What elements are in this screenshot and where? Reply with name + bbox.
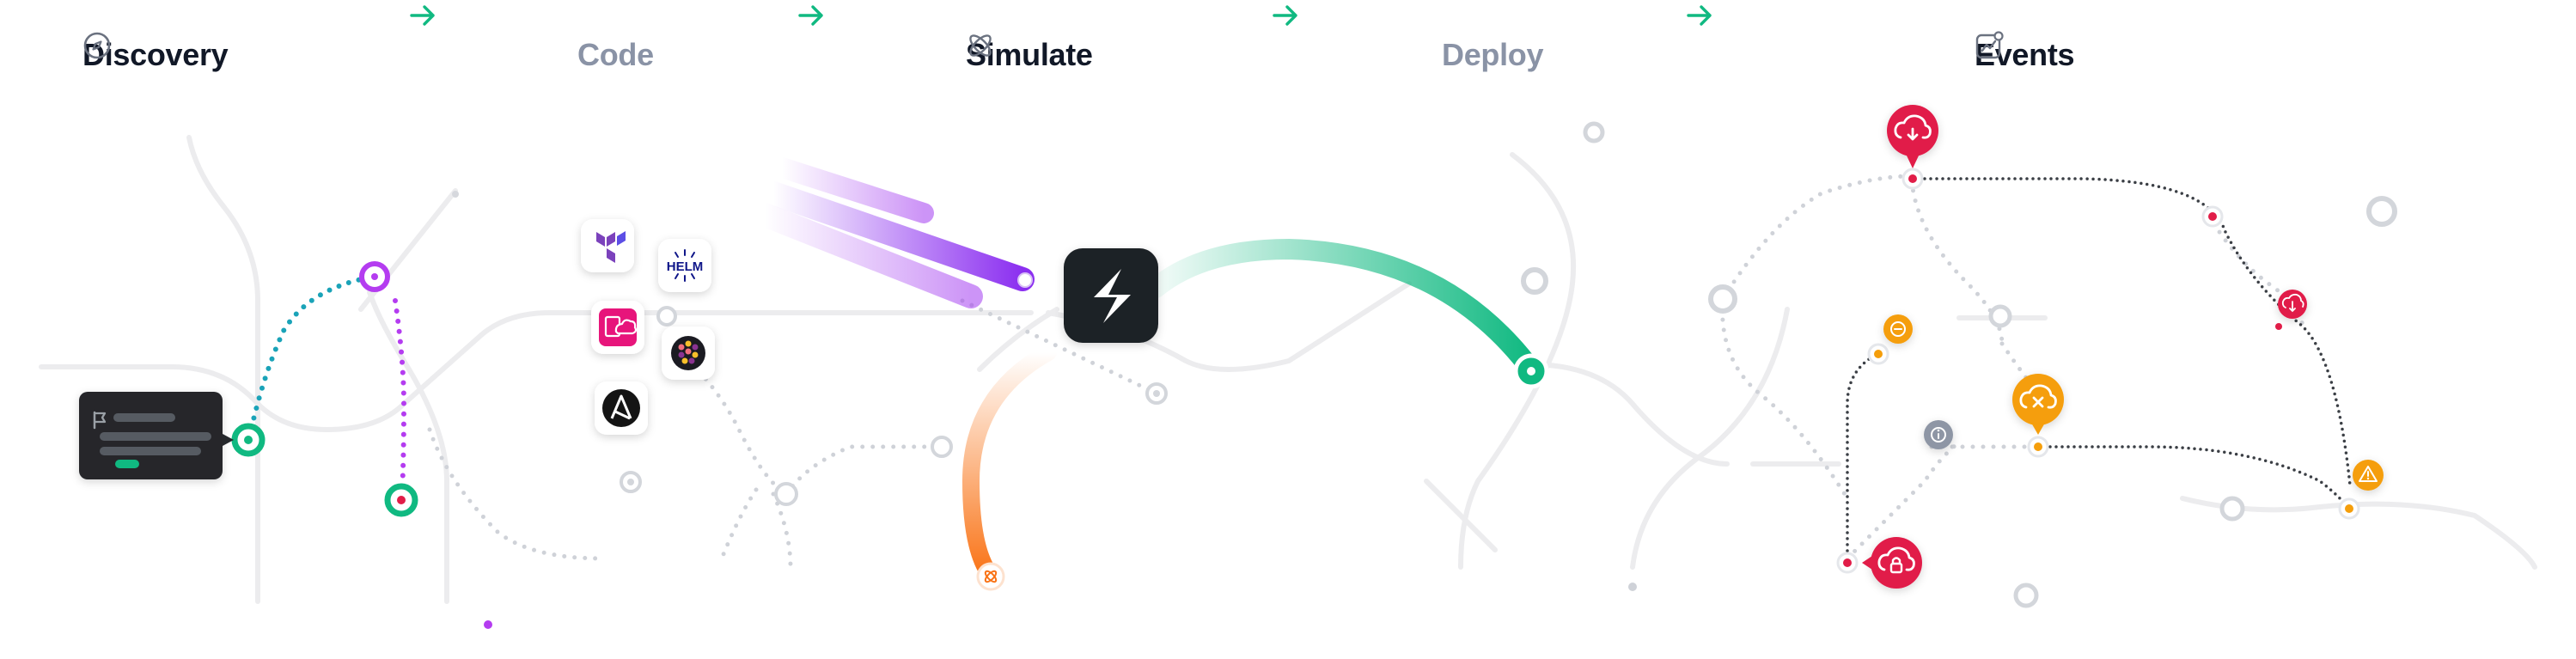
- arrow-right-icon: [1687, 5, 1712, 26]
- arrow-right-icon: [410, 5, 435, 26]
- node-gray-center: [1153, 390, 1160, 397]
- node-gray-ring: [2366, 196, 2397, 227]
- cloud-lock-icon[interactable]: [1862, 537, 1922, 589]
- step-label: Code: [577, 37, 654, 72]
- code-node-ring: [656, 306, 677, 326]
- step-discovery[interactable]: Discovery: [82, 31, 229, 79]
- flag-icon: [93, 411, 107, 430]
- node-gray-ring: [1521, 267, 1548, 295]
- node-gray-ring: [1583, 121, 1605, 143]
- beam-node: [1017, 272, 1033, 288]
- compass-icon: [83, 32, 111, 59]
- green-arc: [1145, 238, 1541, 380]
- terraform-logo-icon[interactable]: [581, 219, 634, 272]
- node-amber-small: [2027, 436, 2049, 458]
- atom-icon: [969, 34, 992, 57]
- node-purple-ring[interactable]: [359, 261, 390, 292]
- step-code[interactable]: Code: [577, 31, 654, 79]
- step-deploy[interactable]: Deploy: [1442, 31, 1544, 79]
- cloud-alert-icon[interactable]: [1887, 105, 1938, 168]
- connection-purple-dotted: [393, 298, 407, 497]
- node-amber-small: [2338, 497, 2360, 520]
- aws-cloudformation-icon[interactable]: [591, 301, 644, 354]
- cloud-error-icon[interactable]: [2012, 374, 2064, 435]
- node-green-start[interactable]: [231, 423, 266, 457]
- node-amber-small: [1867, 343, 1889, 365]
- node-gray-ring: [1708, 284, 1737, 314]
- node-orange[interactable]: [976, 562, 1005, 591]
- chart-bell-icon: [1975, 31, 2004, 59]
- discovery-card[interactable]: [79, 392, 234, 479]
- pulumi-icon[interactable]: [662, 326, 715, 380]
- node-red-small: [2201, 205, 2224, 228]
- node-green-red-center[interactable]: [384, 483, 418, 517]
- node-gray-ring: [2013, 583, 2039, 608]
- atom-icon: [984, 570, 998, 583]
- orange-arc: [961, 344, 1057, 584]
- info-icon[interactable]: [1924, 420, 1953, 449]
- background-network: [39, 135, 2537, 604]
- step-events[interactable]: Events: [1975, 31, 2075, 79]
- helm-wordmark: HELM: [667, 259, 704, 274]
- node-gray-dot: [1628, 583, 1637, 591]
- arrow-right-icon: [1273, 5, 1297, 26]
- node-gray-ring: [931, 436, 953, 458]
- step-label: Events: [1975, 37, 2075, 72]
- cloud-download-icon[interactable]: [2275, 290, 2307, 330]
- alert-triangle-icon[interactable]: [2353, 460, 2384, 491]
- node-small-purple: [484, 620, 492, 629]
- speedscale-logo-icon[interactable]: [1064, 248, 1158, 343]
- purple-beams: [753, 157, 1035, 308]
- step-label: Discovery: [82, 37, 229, 72]
- connection-teal-dotted: [247, 274, 376, 441]
- step-label: Deploy: [1442, 37, 1544, 72]
- helm-logo-icon[interactable]: HELM: [658, 239, 711, 292]
- node-gray-ring: [774, 482, 798, 506]
- node-gray-small: [627, 479, 634, 485]
- node-green-deploy[interactable]: [1513, 353, 1549, 389]
- ansible-icon[interactable]: [595, 381, 648, 435]
- event-route-dotted: [1846, 177, 2352, 564]
- step-simulate[interactable]: Simulate: [966, 31, 1093, 79]
- node-gray-ring: [2219, 496, 2245, 522]
- minus-circle-icon[interactable]: [1883, 314, 1913, 344]
- arrow-right-icon: [798, 5, 823, 26]
- node-red-small: [1836, 552, 1859, 574]
- node-gray-ring: [1988, 304, 2012, 328]
- node-small-gray: [452, 191, 459, 198]
- node-red-small: [1901, 168, 1924, 190]
